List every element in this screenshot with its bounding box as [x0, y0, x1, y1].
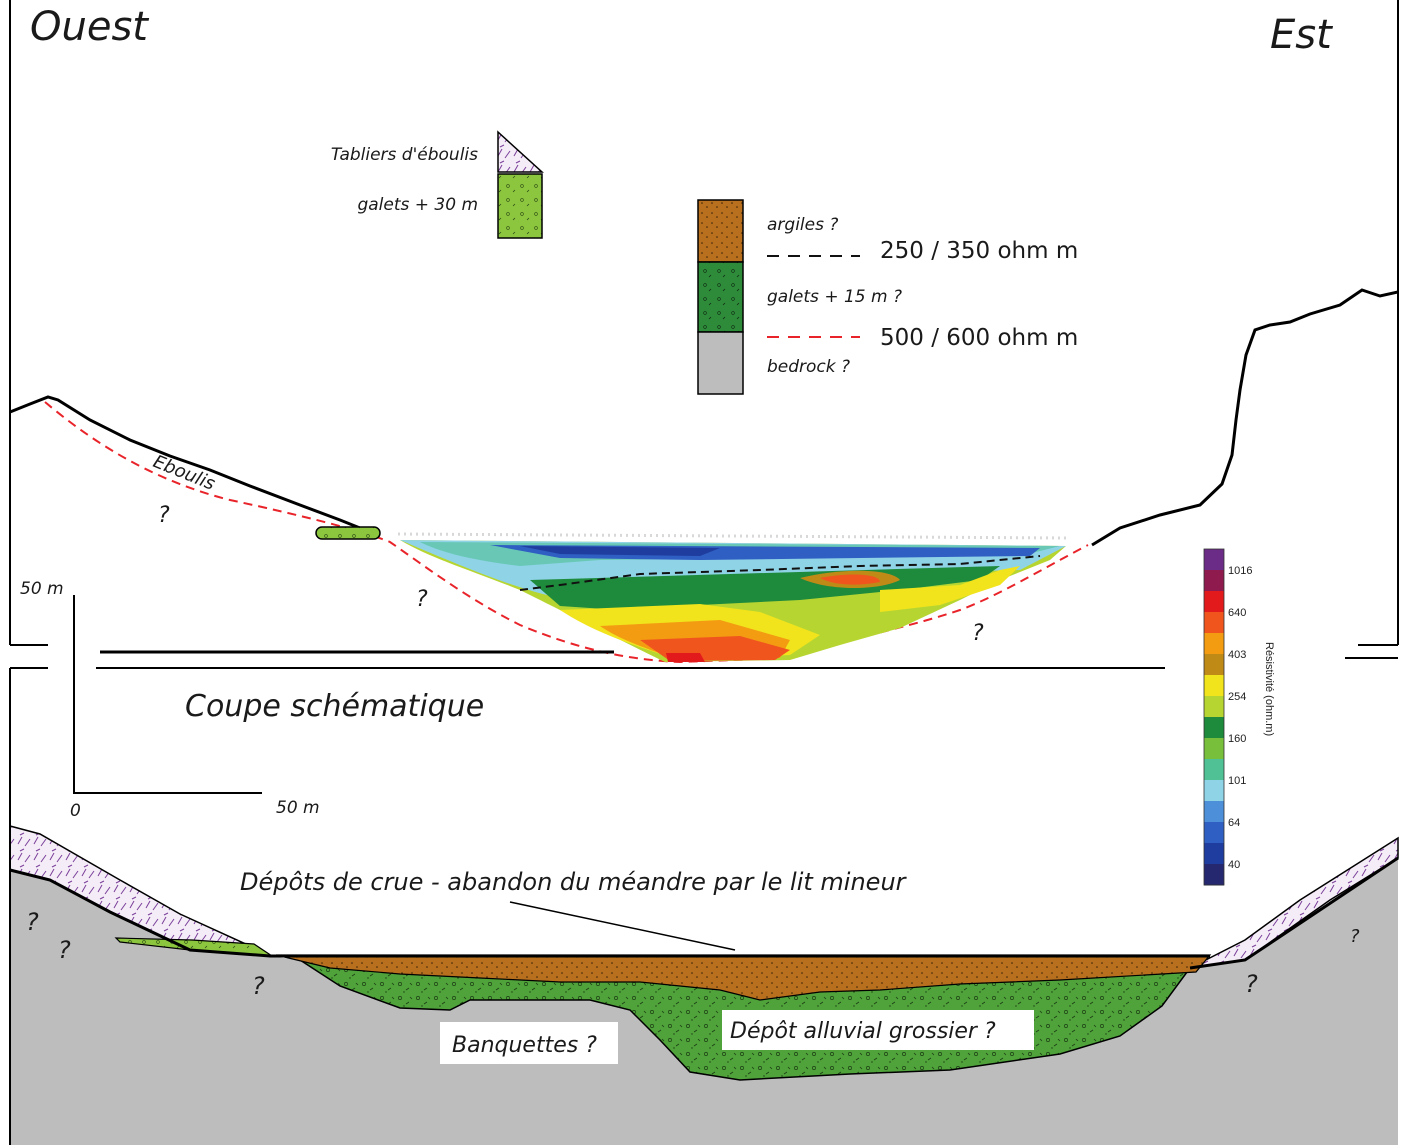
- colorbar-block: [1204, 570, 1224, 592]
- pebbles-30-swatch: [497, 173, 543, 239]
- scale-origin-label: 0: [70, 801, 81, 821]
- colorbar-tick-label: 403: [1228, 649, 1246, 661]
- question-mark: ?: [416, 587, 428, 612]
- west-slope-line: [9, 395, 381, 538]
- section-title: Coupe schématique: [185, 689, 484, 724]
- west-label: Ouest: [30, 4, 149, 50]
- colorbar-block: [1204, 612, 1224, 634]
- clay-swatch: [697, 199, 744, 263]
- colorbar-block: [1204, 675, 1224, 697]
- flood-clay-layer: [275, 954, 1212, 1001]
- colorbar-block: [1204, 633, 1224, 655]
- question-mark: ?: [1350, 926, 1360, 947]
- pebbles-15-legend-label: galets + 15 m ?: [767, 287, 902, 307]
- alluvial-label: Dépôt alluvial grossier ?: [730, 1019, 996, 1044]
- schematic-section: Dépôts de crue - abandon du méandre par …: [9, 668, 1399, 1145]
- bedrock-area: [10, 858, 1398, 1145]
- legend-column: argiles ? 250 / 350 ohm m galets + 15 m …: [697, 199, 1078, 395]
- colorbar-block: [1204, 738, 1224, 760]
- clay-legend-label: argiles ?: [767, 215, 838, 235]
- pebbles-30-legend-label: galets + 30 m: [357, 195, 478, 215]
- colorbar-tick-label: 640: [1228, 607, 1246, 619]
- colorbar-block: [1204, 864, 1224, 886]
- colorbar-block: [1204, 591, 1224, 613]
- red-bedrock-line: [44, 401, 1089, 664]
- question-mark: ?: [252, 972, 265, 1000]
- colorbar-block: [1204, 759, 1224, 781]
- bedrock-legend-label: bedrock ?: [767, 357, 850, 377]
- scale-vertical-label: 50 m: [20, 579, 64, 599]
- colorbar-block: [1204, 822, 1224, 844]
- black-dashed-line: [519, 555, 1041, 591]
- colorbar-tick-label: 64: [1228, 817, 1240, 829]
- red-line-legend-label: 500 / 600 ohm m: [880, 325, 1078, 351]
- colorbar-block: [1204, 717, 1224, 739]
- colorbar-title: Résistivité (ohm.m): [1263, 642, 1275, 736]
- colorbar-block: [1204, 696, 1224, 718]
- black-line-legend-label: 250 / 350 ohm m: [880, 238, 1078, 264]
- flood-deposit-label: Dépôts de crue - abandon du méandre par …: [240, 868, 908, 896]
- colorbar-blocks: [1204, 549, 1224, 886]
- scale-bar: 50 m 0 50 m: [20, 579, 320, 821]
- pebble-lens: [315, 526, 381, 540]
- colorbar-block: [1204, 549, 1224, 571]
- scale-horizontal-label: 50 m: [276, 798, 320, 818]
- eboulis-label: Eboulis: [150, 451, 218, 495]
- legend-top: Tabliers d'éboulis galets + 30 m: [331, 130, 544, 239]
- colorbar-tick-label: 160: [1228, 733, 1246, 745]
- colorbar-block: [1204, 843, 1224, 865]
- colorbar-block: [1204, 801, 1224, 823]
- resistivity-colorbar: 1016 640 403 254 160 101 64 40 Résistivité (ohm…: [1203, 548, 1275, 886]
- colorbar-tick-label: 254: [1228, 691, 1246, 703]
- scree-swatch: [497, 130, 544, 173]
- east-label: Est: [1270, 12, 1333, 58]
- scree-legend-label: Tabliers d'éboulis: [331, 145, 478, 165]
- pebbles-15-swatch: [697, 261, 744, 333]
- colorbar-block: [1204, 780, 1224, 802]
- question-mark: ?: [58, 936, 71, 964]
- question-mark: ?: [1245, 970, 1258, 998]
- colorbar-tick-label: 1016: [1228, 565, 1252, 577]
- banquettes-label: Banquettes ?: [452, 1033, 597, 1058]
- colorbar-ticks: 1016 640 403 254 160 101 64 40: [1228, 565, 1252, 871]
- question-mark: ?: [26, 908, 39, 936]
- east-cliff-line: [1091, 288, 1399, 547]
- resistivity-tomography: [400, 540, 1066, 662]
- question-mark: ?: [972, 621, 984, 646]
- bedrock-swatch: [697, 331, 744, 395]
- colorbar-tick-label: 101: [1228, 775, 1246, 787]
- colorbar-tick-label: 40: [1228, 859, 1240, 871]
- question-mark: ?: [158, 503, 170, 528]
- colorbar-block: [1204, 654, 1224, 676]
